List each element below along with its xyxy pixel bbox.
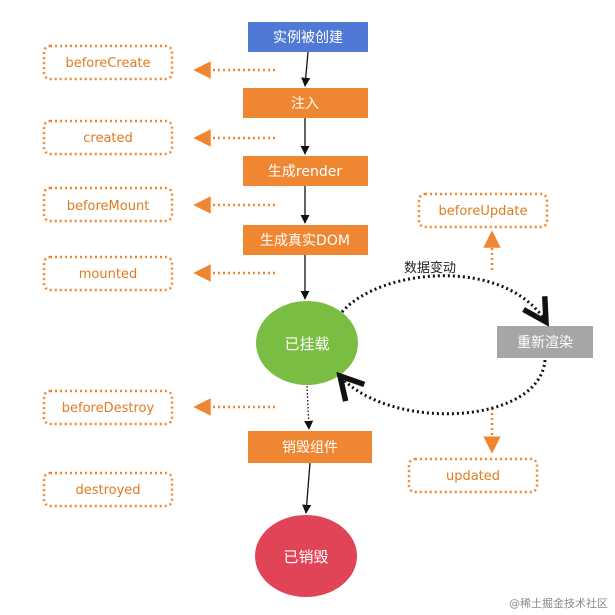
watermark: @稀土掘金技术社区 bbox=[509, 596, 608, 610]
step-created-instance: 实例被创建 bbox=[248, 22, 368, 52]
step-inject-label: 注入 bbox=[291, 96, 319, 112]
hook-before-update: beforeUpdate bbox=[417, 192, 549, 229]
hook-before-update-label: beforeUpdate bbox=[439, 204, 528, 219]
hook-created: created bbox=[42, 119, 174, 156]
hook-before-mount-label: beforeMount bbox=[67, 199, 150, 214]
arrow-created-to-inject bbox=[301, 51, 311, 87]
hook-before-mount: beforeMount bbox=[42, 186, 174, 223]
step-update-render: 重新渲染 bbox=[497, 326, 593, 358]
hook-destroyed-label: destroyed bbox=[75, 483, 140, 498]
arrow-destroy-to-destroyed bbox=[302, 462, 312, 514]
step-render: 生成render bbox=[243, 156, 368, 186]
arrow-mounted-to-update bbox=[340, 274, 546, 322]
hook-destroyed: destroyed bbox=[42, 471, 174, 508]
step-created-instance-label: 实例被创建 bbox=[273, 30, 343, 46]
hook-mounted-label: mounted bbox=[79, 267, 137, 282]
hook-before-create: beforeCreate bbox=[42, 44, 174, 81]
step-update-render-label: 重新渲染 bbox=[517, 335, 573, 351]
hook-before-destroy: beforeDestroy bbox=[42, 389, 174, 426]
state-destroyed: 已销毁 bbox=[255, 515, 357, 597]
hook-updated: updated bbox=[407, 457, 539, 494]
step-destroy-component: 销毁组件 bbox=[248, 431, 372, 463]
hook-mounted: mounted bbox=[42, 255, 174, 292]
hook-before-create-label: beforeCreate bbox=[65, 56, 150, 71]
step-destroy-component-label: 销毁组件 bbox=[282, 440, 338, 456]
state-destroyed-label: 已销毁 bbox=[283, 548, 328, 566]
hook-before-destroy-label: beforeDestroy bbox=[62, 401, 155, 416]
step-inject: 注入 bbox=[243, 88, 368, 118]
step-render-label: 生成render bbox=[268, 164, 342, 180]
step-real-dom: 生成真实DOM bbox=[243, 225, 368, 255]
hook-created-label: created bbox=[83, 131, 133, 146]
arrow-update-to-mounted bbox=[340, 359, 547, 416]
hook-updated-label: updated bbox=[446, 469, 500, 484]
state-mounted-label: 已挂载 bbox=[284, 335, 329, 353]
data-change-label: 数据变动 bbox=[404, 260, 456, 276]
arrow-mounted-to-destroy bbox=[304, 385, 314, 430]
state-mounted: 已挂载 bbox=[256, 301, 358, 385]
step-real-dom-label: 生成真实DOM bbox=[260, 233, 350, 249]
